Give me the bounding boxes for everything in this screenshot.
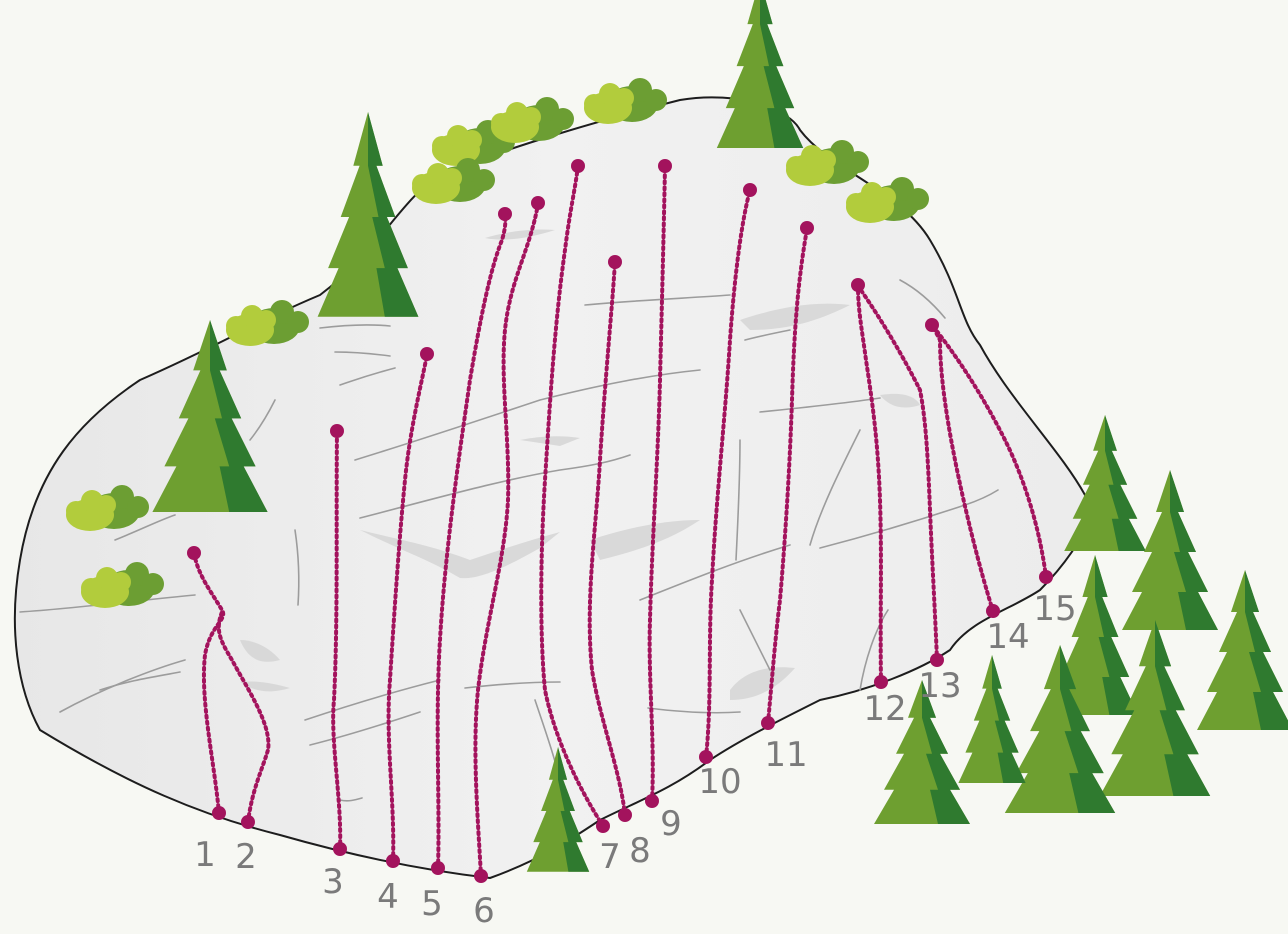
route-start-dot — [333, 842, 347, 856]
route-label: 8 — [629, 831, 651, 871]
route-5[interactable]: 5 — [421, 207, 512, 924]
route-anchor-dot — [531, 196, 545, 210]
tree-icon — [716, 0, 804, 149]
route-1[interactable]: 1 — [187, 546, 226, 875]
route-15[interactable]: 15 — [930, 323, 1077, 629]
route-anchor-dot — [608, 255, 622, 269]
route-label: 14 — [986, 617, 1029, 657]
route-start-dot — [386, 854, 400, 868]
route-start-dot — [645, 794, 659, 808]
route-anchor-dot — [498, 207, 512, 221]
tree-icon — [958, 655, 1026, 783]
route-8[interactable]: 8 — [587, 255, 651, 871]
route-7[interactable]: 7 — [539, 159, 621, 877]
route-label: 10 — [698, 762, 741, 802]
rock-ledges — [240, 229, 920, 700]
route-anchor-dot — [743, 183, 757, 197]
route-label: 15 — [1033, 589, 1076, 629]
route-label: 7 — [599, 837, 621, 877]
route-anchor-dot — [800, 221, 814, 235]
route-start-dot — [618, 808, 632, 822]
route-start-dot — [1039, 570, 1053, 584]
route-label: 9 — [660, 804, 682, 844]
route-start-dot — [241, 815, 255, 829]
route-start-dot — [474, 869, 488, 883]
route-3[interactable]: 3 — [322, 424, 347, 902]
route-start-dot — [212, 806, 226, 820]
route-9[interactable]: 9 — [645, 159, 682, 844]
route-start-dot — [986, 604, 1000, 618]
route-start-dot — [431, 861, 445, 875]
route-10[interactable]: 10 — [698, 183, 757, 802]
route-label: 11 — [764, 735, 807, 775]
route-start-dot — [874, 675, 888, 689]
route-label: 2 — [235, 837, 257, 877]
route-label: 1 — [194, 835, 216, 875]
route-4[interactable]: 4 — [377, 347, 434, 917]
route-label: 12 — [863, 689, 906, 729]
route-anchor-dot — [571, 159, 585, 173]
route-anchor-dot — [187, 546, 201, 560]
route-2[interactable]: 2 — [216, 610, 271, 877]
route-12[interactable]: 12 — [851, 278, 907, 729]
route-start-dot — [930, 653, 944, 667]
route-label: 3 — [322, 862, 344, 902]
tree-icon — [1197, 570, 1288, 730]
route-start-dot — [596, 819, 610, 833]
route-label: 6 — [473, 891, 495, 931]
rock-cracks — [19, 279, 999, 802]
route-label: 4 — [377, 877, 399, 917]
route-start-dot — [699, 750, 713, 764]
route-label: 5 — [421, 884, 443, 924]
route-6[interactable]: 6 — [473, 196, 545, 931]
route-13[interactable]: 13 — [856, 284, 962, 706]
route-anchor-dot — [330, 424, 344, 438]
routes: 1 2 3 4 5 6 — [187, 159, 1077, 931]
route-label: 13 — [918, 666, 961, 706]
route-start-dot — [761, 716, 775, 730]
route-anchor-dot — [420, 347, 434, 361]
route-anchor-dot — [658, 159, 672, 173]
route-11[interactable]: 11 — [761, 221, 814, 775]
